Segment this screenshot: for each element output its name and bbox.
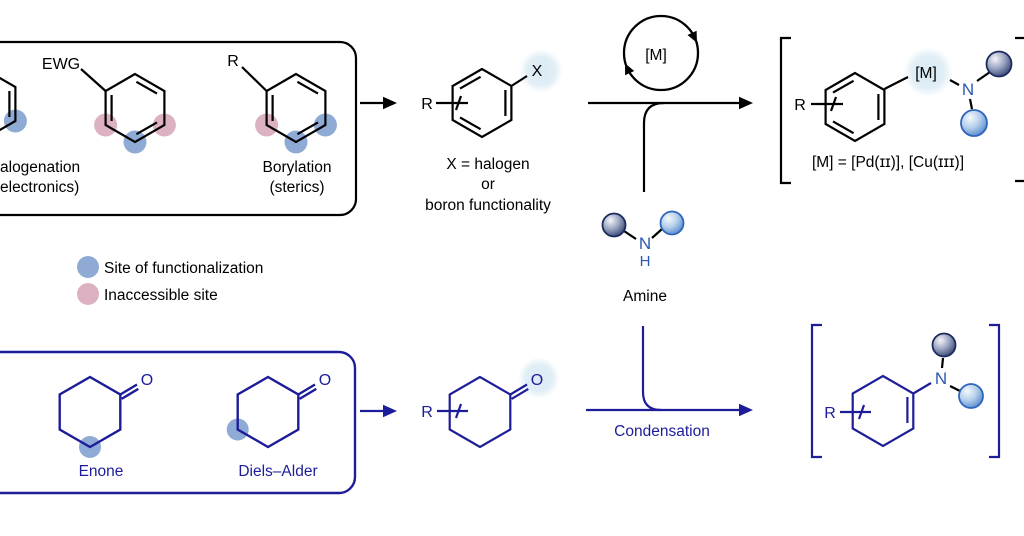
o-atom-label: O — [531, 372, 543, 389]
substituent-sphere-dark — [931, 332, 957, 358]
arrow-head — [739, 403, 753, 417]
cyclohexanone-ring-diels-alder — [236, 375, 300, 449]
condensation-label: Condensation — [614, 423, 710, 440]
r-substituent-label: R — [421, 404, 433, 421]
metal-bond — [883, 76, 909, 90]
r-variable-tick — [829, 96, 838, 112]
o-atom-label: O — [319, 372, 331, 389]
substituent-sphere-light — [659, 210, 685, 236]
ketone-box-group — [0, 350, 357, 495]
n-sphere-bonds — [940, 357, 961, 392]
substituent-sphere-dark — [985, 50, 1013, 78]
halide-caption-line3: boron functionality — [425, 197, 551, 214]
arene-box-group — [0, 40, 358, 217]
amine-merge-line — [642, 101, 665, 192]
arene-box-border — [0, 40, 358, 217]
metal-n-bond — [949, 79, 960, 86]
metal-label: [M] — [915, 65, 937, 82]
aryl-halide-group: R X X = halogen or boron functionality — [421, 49, 563, 214]
cycle-arrowhead-left — [625, 63, 635, 76]
n-atom-label: N — [639, 234, 651, 253]
halogenation-caption-line2: electronics) — [0, 179, 79, 196]
halide-caption-line2: or — [481, 176, 495, 193]
carbonyl-halo — [518, 357, 560, 399]
bracket-right — [1015, 36, 1024, 183]
r-substituent-label: R — [421, 96, 433, 113]
ketone-box-border — [0, 350, 357, 495]
enone-caption: Enone — [79, 463, 124, 480]
arrow-head — [383, 404, 397, 418]
n-bond — [912, 382, 932, 395]
substituent-sphere-light — [958, 383, 984, 409]
halogenation-caption-line1: alogenation — [0, 159, 80, 176]
borylation-caption-line1: Borylation — [263, 159, 332, 176]
h-atom-label: H — [640, 253, 651, 270]
condensation-arrow: Condensation — [586, 326, 753, 440]
amine-bonds — [623, 228, 663, 240]
r-variable-tick — [454, 403, 463, 419]
ketone-arrow — [360, 404, 397, 418]
carbonyl-double-bond — [509, 383, 529, 400]
n-atom-label: N — [935, 369, 947, 388]
benzene-ring-product — [824, 71, 886, 143]
amine-caption: Amine — [623, 288, 667, 305]
cycle-arrowhead-right — [687, 30, 697, 43]
metalation-product: R [M] N [M] = [Pd(ɪɪ)], [Cu(ɪɪɪ)] — [779, 36, 1024, 185]
ketone-intermediate: R O — [421, 357, 560, 449]
bracket-left — [779, 36, 791, 185]
ewg-bond — [80, 68, 107, 92]
amine-merge-line — [641, 326, 662, 412]
n-sphere-bond-up — [976, 71, 991, 82]
legend: Site of functionalization Inaccessible s… — [77, 256, 263, 305]
arrow-head — [383, 96, 397, 110]
legend-label-inaccessible: Inaccessible site — [104, 287, 218, 304]
carbonyl-double-bond — [119, 383, 139, 400]
diels-alder-caption: Diels–Alder — [238, 463, 317, 480]
ewg-label: EWG — [42, 56, 80, 73]
x-halo — [519, 49, 563, 93]
enamine-product: R N — [810, 323, 1001, 459]
o-atom-label: O — [141, 372, 153, 389]
r-substituent-label: R — [824, 405, 836, 422]
n-atom-label: N — [962, 80, 974, 99]
r-substituent-label: R — [794, 97, 806, 114]
amine-group: N H Amine — [601, 210, 685, 305]
carbonyl-double-bond — [297, 383, 317, 400]
arrow-head — [739, 96, 753, 110]
substituent-sphere-light — [960, 109, 988, 137]
r-variable-tick — [454, 95, 463, 111]
metal-definition-caption: [M] = [Pd(ɪɪ)], [Cu(ɪɪɪ)] — [812, 154, 964, 171]
cycle-circle — [622, 14, 700, 92]
r-substituent-label: R — [227, 53, 239, 70]
x-bond — [510, 75, 528, 87]
amination-arrow — [588, 96, 753, 192]
cycle-metal-label: [M] — [645, 47, 667, 64]
r-variable-tick — [857, 404, 866, 420]
legend-dot-functionalization — [77, 256, 99, 278]
bracket-right — [989, 323, 1001, 459]
x-atom-label: X — [532, 63, 543, 80]
bracket-left — [810, 323, 822, 459]
borylation-caption-line2: (sterics) — [269, 179, 324, 196]
substituent-sphere-dark — [601, 212, 627, 238]
arene-arrow — [360, 96, 397, 110]
n-sphere-bond-down — [968, 98, 974, 110]
r-bond — [241, 66, 268, 92]
halide-caption-line1: X = halogen — [446, 156, 529, 173]
catalytic-cycle: [M] — [622, 14, 700, 92]
legend-label-functionalization: Site of functionalization — [104, 260, 263, 277]
legend-dot-inaccessible — [77, 283, 99, 305]
metal-halo — [903, 47, 953, 97]
